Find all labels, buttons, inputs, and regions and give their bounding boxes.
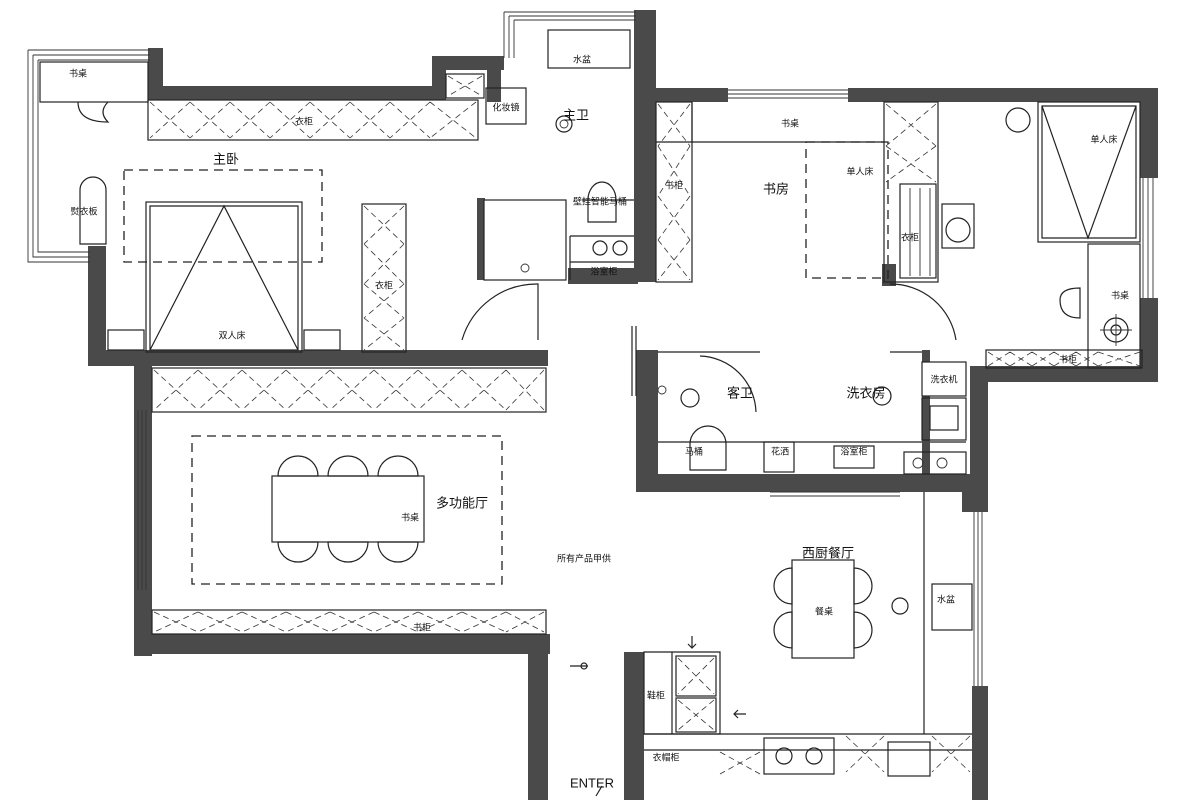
- label-desk-right: 书桌: [1111, 290, 1129, 302]
- master-bath-furniture: [445, 29, 634, 341]
- label-smart-toilet: 壁挂智能马桶: [573, 196, 627, 208]
- room-labels: 主卧 主卫 书房 客卫 洗衣房 多功能厅 西厨餐厅: [213, 109, 886, 562]
- room-label-multi-hall: 多功能厅: [436, 496, 488, 512]
- label-dining-table: 餐桌: [815, 606, 833, 618]
- label-desk-master: 书桌: [69, 68, 87, 80]
- label-bookcase-study: 书柜: [665, 180, 683, 192]
- window-outlines: [27, 11, 1154, 751]
- label-desk-hall: 书桌: [401, 512, 419, 524]
- label-washer: 洗衣机: [930, 374, 957, 386]
- label-sink-master: 水盆: [573, 54, 591, 66]
- study-furniture: [655, 101, 975, 341]
- label-double-bed: 双人床: [218, 330, 245, 342]
- label-shoe-cabinet: 鞋柜: [647, 690, 665, 702]
- master-bedroom-furniture: [39, 61, 479, 353]
- guest-bath-furniture: [631, 326, 967, 475]
- label-bath-cabinet: 浴室柜: [840, 446, 867, 458]
- label-wardrobe-study: 衣柜: [901, 232, 919, 244]
- room-label-guest-bath: 客卫: [727, 386, 753, 402]
- room-label-dining: 西厨餐厅: [802, 546, 854, 562]
- label-desk-study: 书桌: [781, 118, 799, 130]
- multi-hall-furniture: [151, 367, 588, 670]
- label-ironing-board: 熨衣板: [70, 206, 97, 218]
- label-wardrobe-top: 衣柜: [295, 116, 313, 128]
- label-toilet: 马桶: [685, 446, 703, 458]
- dining-furniture: [595, 559, 973, 797]
- label-sink-dining: 水盆: [937, 594, 955, 606]
- label-coat-cabinet: 衣帽柜: [652, 752, 679, 764]
- label-enter: ENTER: [570, 775, 614, 790]
- label-shower: 花洒: [771, 446, 789, 458]
- label-vanity: 化妆镜: [492, 102, 519, 114]
- label-wardrobe-side: 衣柜: [375, 280, 393, 292]
- label-single-bed-study: 单人床: [846, 166, 873, 178]
- right-bedroom-furniture: [985, 101, 1143, 369]
- label-bookcase-right: 书柜: [1059, 354, 1077, 366]
- room-label-master-bedroom: 主卧: [213, 153, 239, 168]
- label-bath-cabinet-master: 浴室柜: [590, 266, 617, 278]
- room-label-study: 书房: [763, 182, 789, 198]
- room-label-master-bath: 主卫: [563, 109, 589, 124]
- label-single-bed-right: 单人床: [1090, 134, 1117, 146]
- room-label-laundry: 洗衣房: [846, 386, 885, 402]
- fixture-labels: 书桌 衣柜 熨衣板 双人床 衣柜 水盆 化妆镜 壁挂智能马桶 浴室柜 书柜 书桌…: [69, 54, 1129, 791]
- walls: [88, 10, 1158, 800]
- label-supply-note: 所有产品甲供: [557, 553, 611, 565]
- label-bookcase-hall: 书柜: [413, 622, 431, 634]
